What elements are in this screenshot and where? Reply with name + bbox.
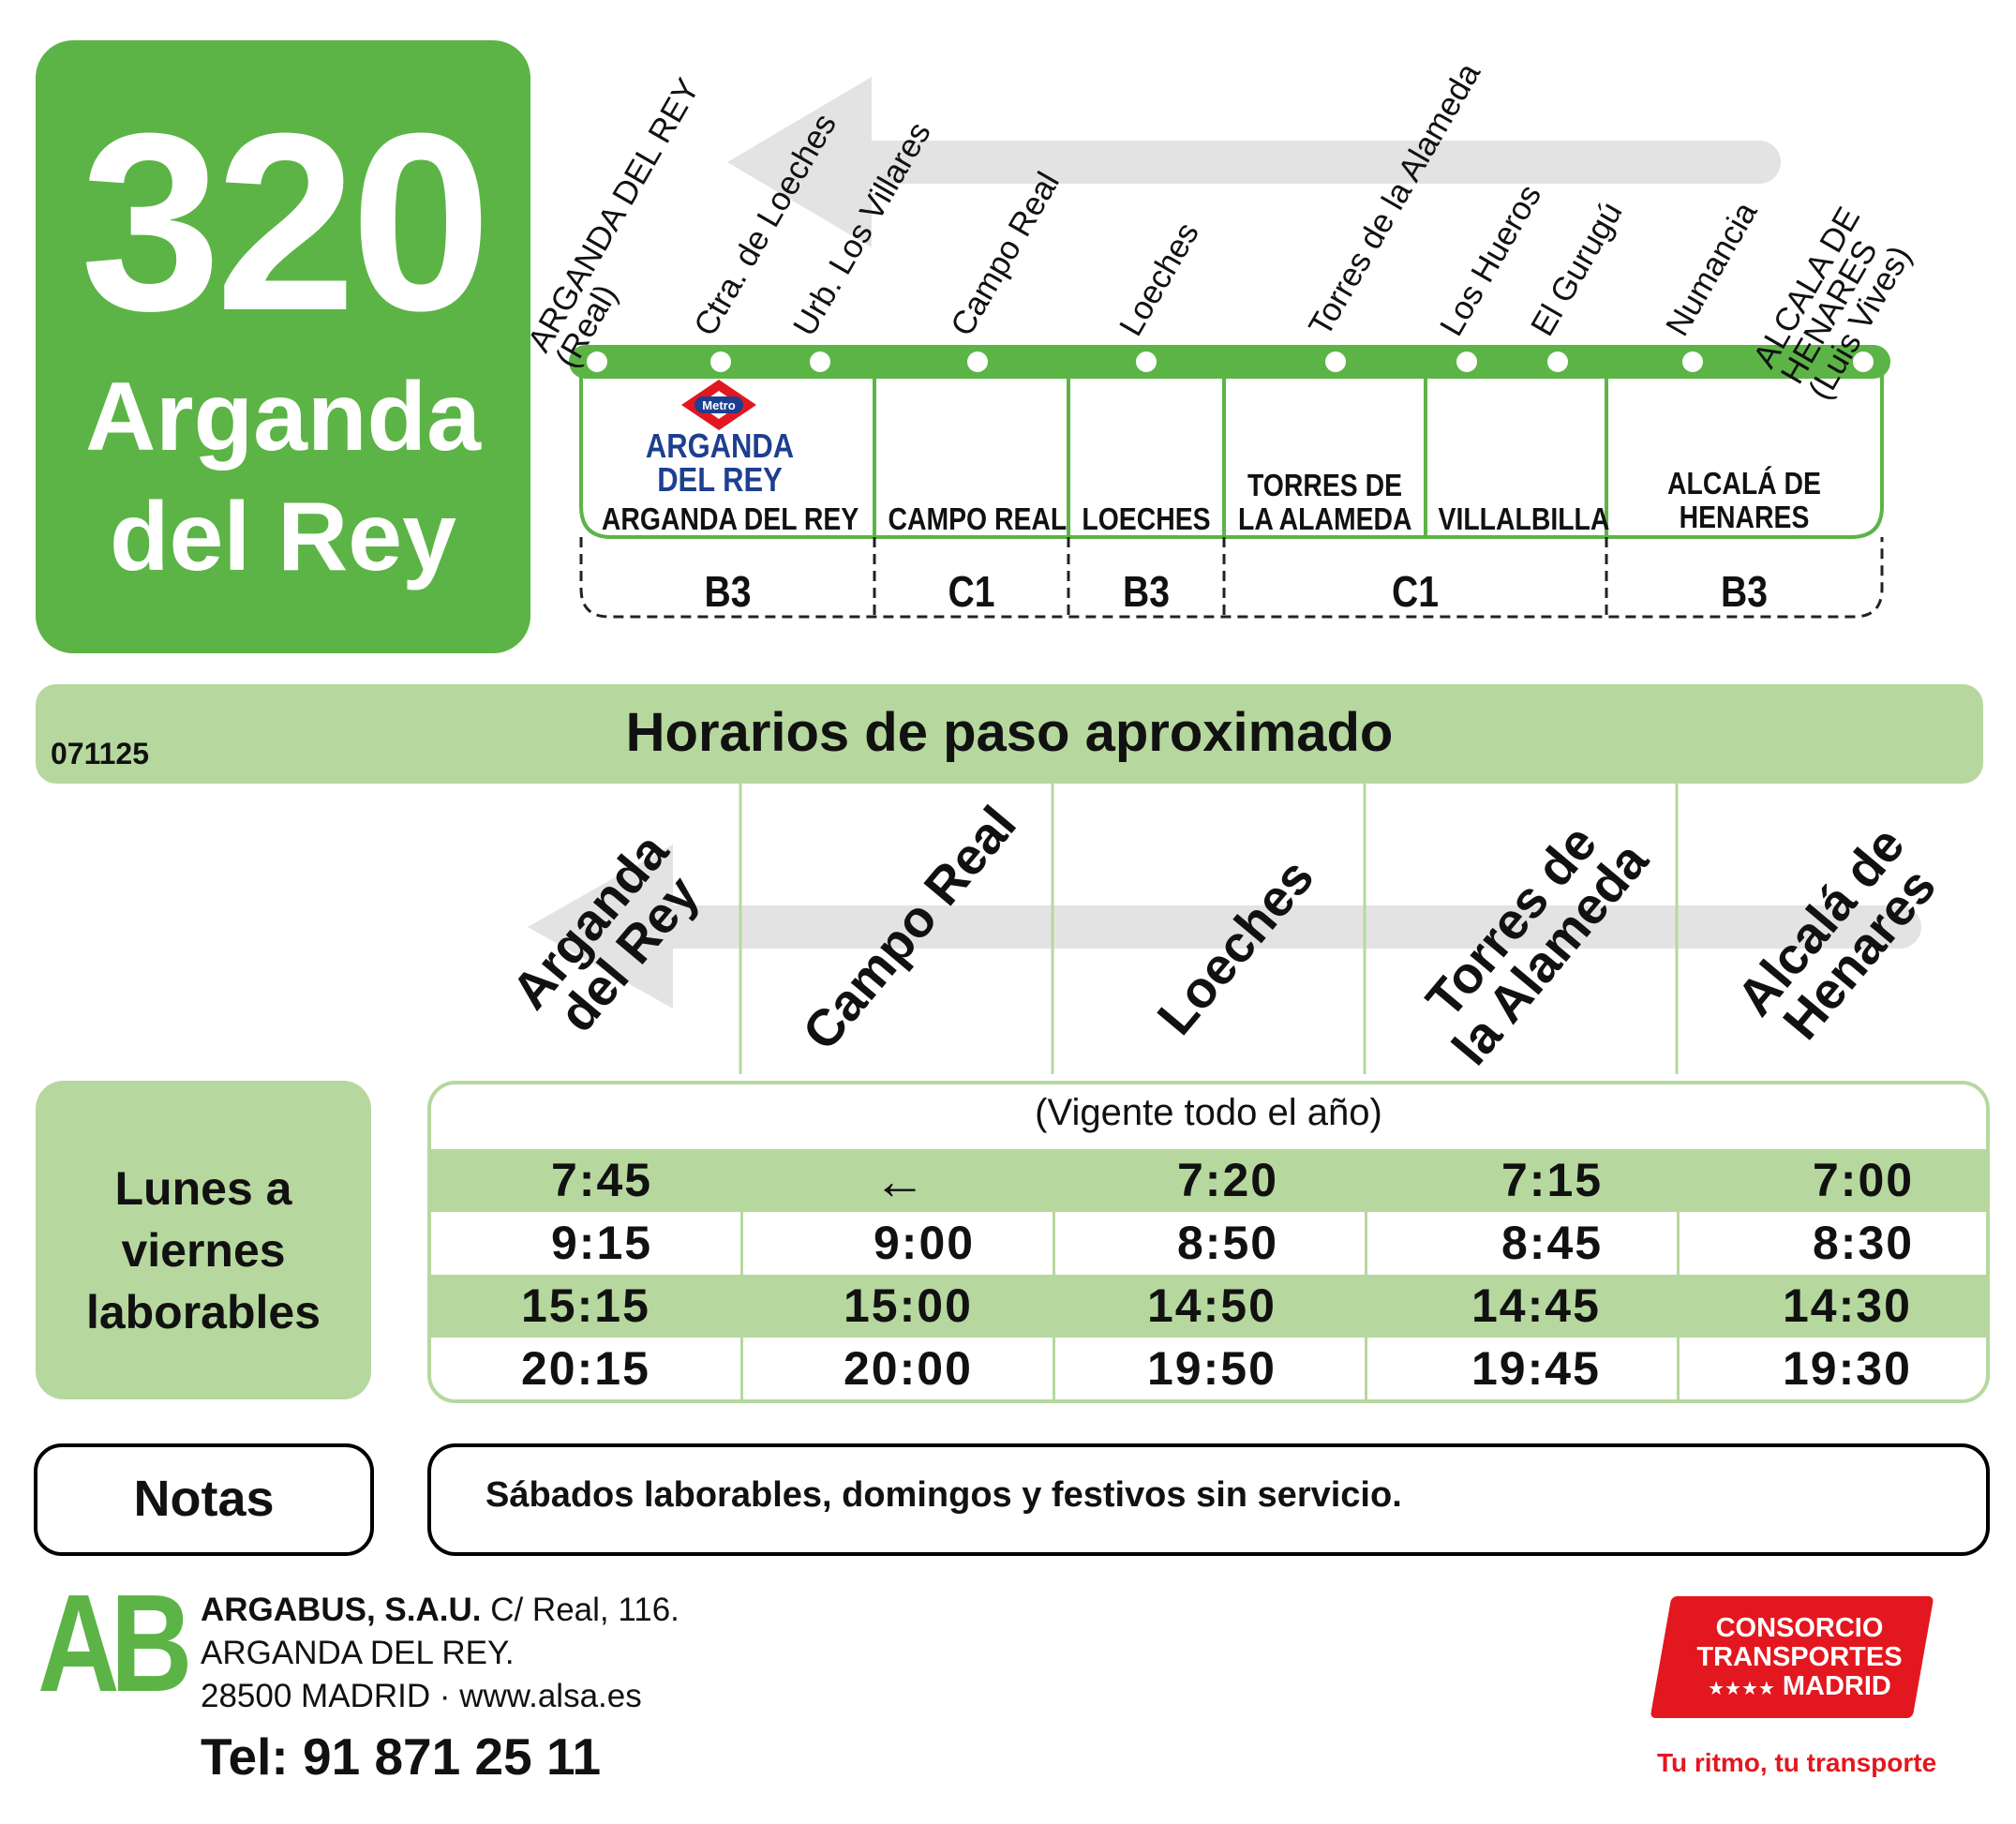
operator-name: ARGABUS, S.A.U.	[201, 1592, 482, 1628]
svg-text:Metro: Metro	[702, 398, 735, 412]
route-diagram: Metro	[569, 77, 1890, 619]
stars-icon: ★★★★	[1708, 1679, 1775, 1699]
town-name: ARGANDA DEL REY	[601, 501, 859, 536]
stop-dot	[810, 351, 830, 372]
notes-text: Sábados laborables, domingos y festivos …	[485, 1475, 1402, 1515]
table-row: 9:15 9:00 8:50 8:45 8:30	[551, 1217, 1915, 1269]
schedule-title: Horarios de paso aproximado	[625, 702, 1394, 763]
operator-logo: AB	[37, 1566, 192, 1721]
fare-zone: C1	[948, 567, 995, 616]
table-row: 20:15 20:00 19:50 19:45 19:30	[521, 1342, 1912, 1395]
consorcio-slogan: Tu ritmo, tu transporte	[1657, 1748, 1937, 1777]
fare-zone: B3	[1721, 567, 1768, 616]
town-boxes	[579, 361, 1884, 539]
notes-label: Notas	[133, 1471, 275, 1527]
notes-label-box: Notas	[34, 1443, 374, 1556]
stop-dot	[1853, 351, 1874, 372]
operator-address-line-3: 28500 MADRID · www.alsa.es	[201, 1678, 642, 1714]
column-divider	[1053, 1149, 1055, 1399]
stop-dot	[587, 351, 607, 372]
column-header-graphics	[528, 784, 1921, 1074]
table-row: 15:15 15:00 14:50 14:45 14:30	[431, 1275, 1986, 1338]
town-name: LOECHES	[1082, 501, 1211, 536]
route-destination: Arganda del Rey	[85, 363, 481, 591]
stop-dots	[587, 351, 1874, 372]
direction-arrow-icon	[528, 845, 1921, 1009]
route-badge: 320 Arganda del Rey	[36, 40, 530, 653]
zone-boxes	[579, 537, 1884, 619]
schedule-banner: Horarios de paso aproximado 071125	[36, 684, 1983, 784]
direction-arrow-icon	[727, 77, 1781, 247]
stop-dot	[1325, 351, 1346, 372]
fare-zone: C1	[1392, 567, 1439, 616]
town-name: VILLALBILLA	[1438, 501, 1610, 536]
stop-dot	[1136, 351, 1157, 372]
town-name: CAMPO REAL	[888, 501, 1068, 536]
timetable: (Vigente todo el año) 7:45 ← 7:20 7:15 7…	[427, 1081, 1990, 1403]
operator-phone: Tel: 91 871 25 11	[201, 1727, 602, 1786]
notes-box: Sábados laborables, domingos y festivos …	[427, 1443, 1990, 1556]
table-row: 7:45 ← 7:20 7:15 7:00	[431, 1149, 1986, 1212]
timetable-code: 071125	[51, 737, 150, 770]
operator-address-line-2: ARGANDA DEL REY.	[201, 1635, 515, 1671]
fare-zone: B3	[1123, 567, 1170, 616]
consorcio-logo-text: CONSORCIO TRANSPORTES ★★★★ MADRID	[1696, 1613, 1903, 1701]
stop-dot	[1456, 351, 1477, 372]
left-arrow-icon: ←	[874, 1151, 928, 1210]
column-divider	[1677, 1149, 1680, 1399]
column-divider	[740, 1149, 743, 1399]
metro-logo-icon: Metro	[681, 380, 756, 430]
validity-note: (Vigente todo el año)	[1035, 1092, 1382, 1133]
stop-dot	[967, 351, 988, 372]
stop-dot	[1547, 351, 1568, 372]
column-divider	[1365, 1149, 1367, 1399]
fare-zone: B3	[704, 567, 752, 616]
operator-address-line-1: ARGABUS, S.A.U. C/ Real, 116.	[201, 1592, 679, 1628]
stop-dot	[1682, 351, 1703, 372]
stop-dot	[710, 351, 731, 372]
route-number: 320	[80, 82, 491, 364]
